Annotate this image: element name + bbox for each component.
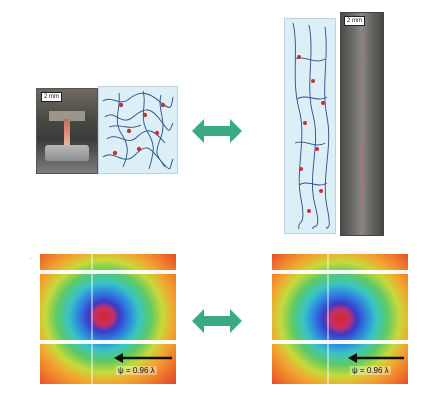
tall-sample-detail [360,30,364,224]
double-arrow-top [192,119,242,143]
tall-network-diagram [284,18,336,234]
scale-bar-label: 2 mm [41,92,62,102]
lower-clamp [45,145,89,161]
upper-clamp [49,111,85,121]
small-sample-photo: 2 mm [36,88,98,174]
y-tick: · [30,256,32,262]
heatmap-right-label: ψ = 0.96 λ [350,366,391,375]
tall-network-svg [292,22,330,230]
small-network-svg [102,90,174,170]
scale-bar-label-tall: 2 mm [344,16,365,26]
heatmap-right-panel: ψ = 0.96 λ [262,250,412,390]
double-arrow-bottom [192,309,242,333]
small-network-diagram [98,86,178,174]
heatmap-right-svg [272,254,408,384]
heatmap-left-svg [40,254,176,384]
sample-strand [64,119,70,145]
heatmap-left-label: ψ = 0.96 λ [116,366,157,375]
heatmap-left-panel: · ψ = 0.96 λ [30,250,180,390]
tall-sample-photo: 2 mm [340,12,384,236]
